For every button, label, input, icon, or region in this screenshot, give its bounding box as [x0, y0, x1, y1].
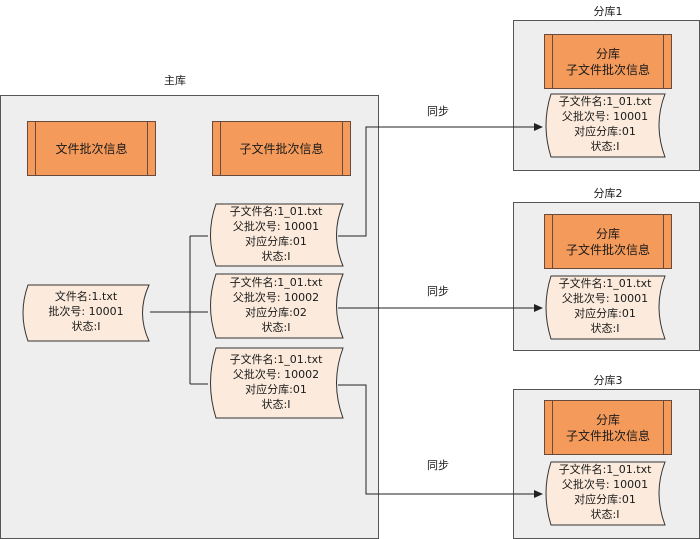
doc-line: 对应分库:01 — [574, 493, 636, 506]
main-db-title: 主库 — [164, 74, 186, 87]
shard-3-doc: 子文件名:1_01.txt 父批次号: 10001 对应分库:01 状态:I — [544, 461, 666, 526]
doc-line: 状态:I — [261, 397, 291, 411]
doc-line: 状态:I — [71, 320, 101, 333]
doc-line: 父批次号: 10002 — [232, 290, 320, 304]
shard-box-line: 分库 — [595, 46, 620, 61]
shard-2-doc: 子文件名:1_01.txt 父批次号: 10001 对应分库:01 状态:I — [544, 275, 666, 340]
doc-line: 批次号: 10001 — [48, 305, 124, 318]
doc-line: 子文件名:1_01.txt — [229, 275, 323, 289]
doc-line: 状态:I — [590, 140, 620, 153]
doc-shape — [545, 275, 666, 340]
shard-2-title: 分库2 — [593, 187, 623, 200]
doc-line: 子文件名:1_01.txt — [558, 463, 652, 476]
doc-line: 对应分库:01 — [574, 307, 636, 320]
doc-line: 对应分库:01 — [245, 382, 307, 396]
doc-line: 对应分库:01 — [245, 234, 307, 248]
doc-line: 父批次号: 10001 — [561, 110, 649, 123]
shard-box-line: 子文件批次信息 — [565, 62, 650, 77]
doc-line: 子文件名:1_01.txt — [229, 204, 323, 218]
doc-line: 父批次号: 10002 — [232, 367, 320, 381]
doc-line: 状态:I — [261, 320, 291, 334]
doc-line: 子文件名:1_01.txt — [558, 277, 652, 290]
main-subfile-doc-3: 子文件名:1_01.txt 父批次号: 10002 对应分库:01 状态:I — [208, 347, 344, 419]
doc-line: 对应分库:01 — [574, 125, 636, 138]
shard-2-subfile-box: 分库 子文件批次信息 — [544, 214, 672, 269]
main-subfile-doc-1: 子文件名:1_01.txt 父批次号: 10001 对应分库:01 状态:I — [208, 203, 344, 267]
doc-line: 子文件名:1_01.txt — [229, 352, 323, 366]
sync-label-2: 同步 — [427, 285, 449, 298]
file-batch-info-label: 文件批次信息 — [55, 141, 128, 156]
shard-1-subfile-box: 分库 子文件批次信息 — [544, 34, 672, 89]
shard-1-doc: 子文件名:1_01.txt 父批次号: 10001 对应分库:01 状态:I — [544, 93, 666, 158]
file-batch-info-box: 文件批次信息 — [27, 121, 156, 176]
shard-box-line: 子文件批次信息 — [565, 428, 650, 443]
shard-3-subfile-box: 分库 子文件批次信息 — [544, 400, 672, 455]
main-subfile-doc-2: 子文件名:1_01.txt 父批次号: 10002 对应分库:02 状态:I — [208, 273, 344, 339]
shard-3-title: 分库3 — [593, 374, 623, 387]
doc-shape — [210, 273, 344, 339]
doc-line: 状态:I — [590, 508, 620, 521]
subfile-batch-info-label: 子文件批次信息 — [239, 141, 324, 156]
doc-line: 文件名:1.txt — [54, 290, 118, 303]
doc-line: 父批次号: 10001 — [232, 219, 320, 233]
shard-box-line: 子文件批次信息 — [565, 242, 650, 257]
main-file-doc: 文件名:1.txt 批次号: 10001 状态:I — [22, 284, 150, 342]
doc-line: 父批次号: 10001 — [561, 478, 649, 491]
shard-1-title: 分库1 — [593, 5, 623, 18]
doc-line: 父批次号: 10001 — [561, 292, 649, 305]
sync-label-1: 同步 — [427, 105, 449, 118]
doc-shape — [545, 461, 666, 526]
doc-shape — [22, 284, 150, 342]
subfile-batch-info-box: 子文件批次信息 — [212, 121, 351, 176]
doc-line: 状态:I — [590, 322, 620, 335]
doc-line: 对应分库:02 — [245, 305, 307, 319]
shard-box-line: 分库 — [595, 226, 620, 241]
shard-box-line: 分库 — [595, 412, 620, 427]
sync-label-3: 同步 — [427, 459, 449, 472]
doc-shape — [545, 93, 666, 158]
doc-line: 子文件名:1_01.txt — [558, 95, 652, 108]
doc-line: 状态:I — [261, 249, 291, 263]
